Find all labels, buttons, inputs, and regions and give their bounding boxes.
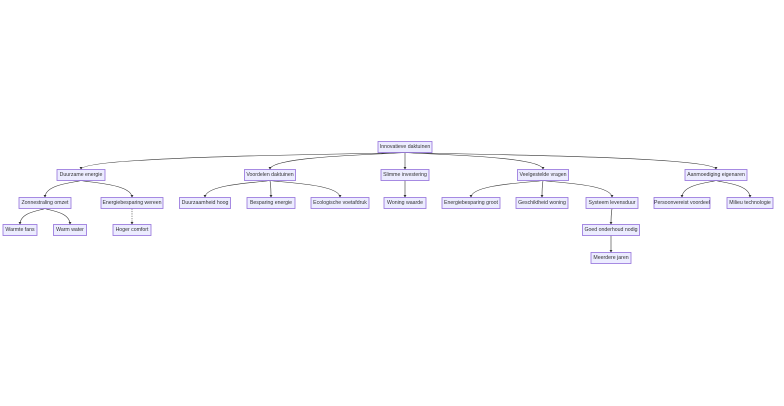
node-n1a2: Warm water <box>53 224 87 236</box>
edge-n5-n5a <box>680 180 717 198</box>
node-box <box>18 197 72 209</box>
node-box <box>377 141 433 153</box>
edge-n2-n2c <box>269 180 342 198</box>
node-label: Duurzaamheid hoog <box>182 200 229 206</box>
node-box <box>56 169 106 181</box>
edge-root-n5 <box>404 152 718 170</box>
node-label: Hoger comfort <box>116 227 149 233</box>
node-label: Systeem levensduur <box>589 200 636 206</box>
node-box <box>515 197 569 209</box>
node-n1a1: Warmte fans <box>2 224 38 236</box>
node-box <box>684 169 748 181</box>
edge-n4-n4b <box>540 180 544 198</box>
node-box <box>2 224 38 236</box>
node-root: Innovatieve daktuinen <box>377 141 433 153</box>
node-n2c: Ecologische voetafdruk <box>310 197 370 209</box>
node-label: Woning waarde <box>387 200 423 206</box>
node-label: Slimme investering <box>383 172 427 178</box>
node-n5a: Persoonvereist voordeel <box>653 197 711 209</box>
node-label: Meerdere jaren <box>593 255 628 261</box>
node-n4: Veelgestelde vragen <box>517 169 569 181</box>
node-label: Innovatieve daktuinen <box>380 144 431 150</box>
node-box <box>53 224 87 236</box>
edge-n1-n1b <box>80 180 134 198</box>
node-label: Goed onderhoud nodig <box>584 227 637 233</box>
node-box <box>726 197 774 209</box>
node-n5b: Milieu technologie <box>726 197 774 209</box>
edge-root-n4 <box>404 152 545 170</box>
node-label: Aanmoediging eigenaren <box>687 172 745 178</box>
node-label: Milieu technologie <box>729 200 771 206</box>
edge-root-n2 <box>268 152 406 170</box>
node-n2: Voordelen daktuinen <box>244 169 296 181</box>
node-n5: Aanmoediging eigenaren <box>684 169 748 181</box>
node-box <box>585 197 639 209</box>
node-n3: Slimme investering <box>380 169 430 181</box>
node-box <box>179 197 231 209</box>
node-n4b: Geschiktheid woning <box>515 197 569 209</box>
node-n4c: Systeem levensduur <box>585 197 639 209</box>
edge-n1a-n1a2 <box>44 208 72 225</box>
node-label: Persoonvereist voordeel <box>654 200 710 206</box>
node-label: Veelgestelde vragen <box>519 172 566 178</box>
node-n4c1: Goed onderhoud nodig <box>582 224 640 236</box>
node-box <box>653 197 711 209</box>
node-label: Besparing energie <box>250 200 292 206</box>
node-box <box>310 197 370 209</box>
node-n1b: Energiebesparing wereen <box>100 197 164 209</box>
node-box <box>380 169 430 181</box>
node-box <box>590 252 632 264</box>
node-n1a: Zonnestraling omzet <box>18 197 72 209</box>
node-box <box>383 197 427 209</box>
node-box <box>100 197 164 209</box>
node-label: Warm water <box>56 227 84 233</box>
node-n2a: Duurzaamheid hoog <box>179 197 231 209</box>
node-label: Duurzame energie <box>60 172 103 178</box>
node-box <box>517 169 569 181</box>
edge-n4c-n4c1 <box>609 208 613 225</box>
node-n1: Duurzame energie <box>56 169 106 181</box>
node-label: Warmte fans <box>5 227 35 233</box>
node-box <box>244 169 296 181</box>
edge-n4-n4a <box>469 180 544 198</box>
node-label: Energiebesparing wereen <box>102 200 161 206</box>
node-n2b: Besparing energie <box>246 197 296 209</box>
node-label: Voordelen daktuinen <box>246 172 293 178</box>
edge-n2-n2a <box>203 180 271 198</box>
node-n4a: Energiebesparing groot <box>441 197 501 209</box>
node-label: Ecologische voetafdruk <box>313 200 367 206</box>
node-label: Geschiktheid woning <box>518 200 566 206</box>
node-label: Zonnestraling omzet <box>22 200 70 206</box>
edge-n1a-n1a1 <box>18 208 46 225</box>
node-box <box>441 197 501 209</box>
node-box <box>582 224 640 236</box>
edge-n1-n1a <box>43 180 82 198</box>
edge-n2-n2b <box>269 180 273 198</box>
edge-n4-n4c <box>542 180 614 198</box>
edges-layer <box>18 152 752 253</box>
node-n3a: Woning waarde <box>383 197 427 209</box>
node-box <box>246 197 296 209</box>
edge-root-n1 <box>79 152 406 170</box>
edge-n5-n5b <box>715 180 752 198</box>
node-n1b1: Hoger comfort <box>112 224 152 236</box>
node-label: Energiebesparing groot <box>444 200 498 206</box>
node-n4c1a: Meerdere jaren <box>590 252 632 264</box>
node-box <box>112 224 152 236</box>
